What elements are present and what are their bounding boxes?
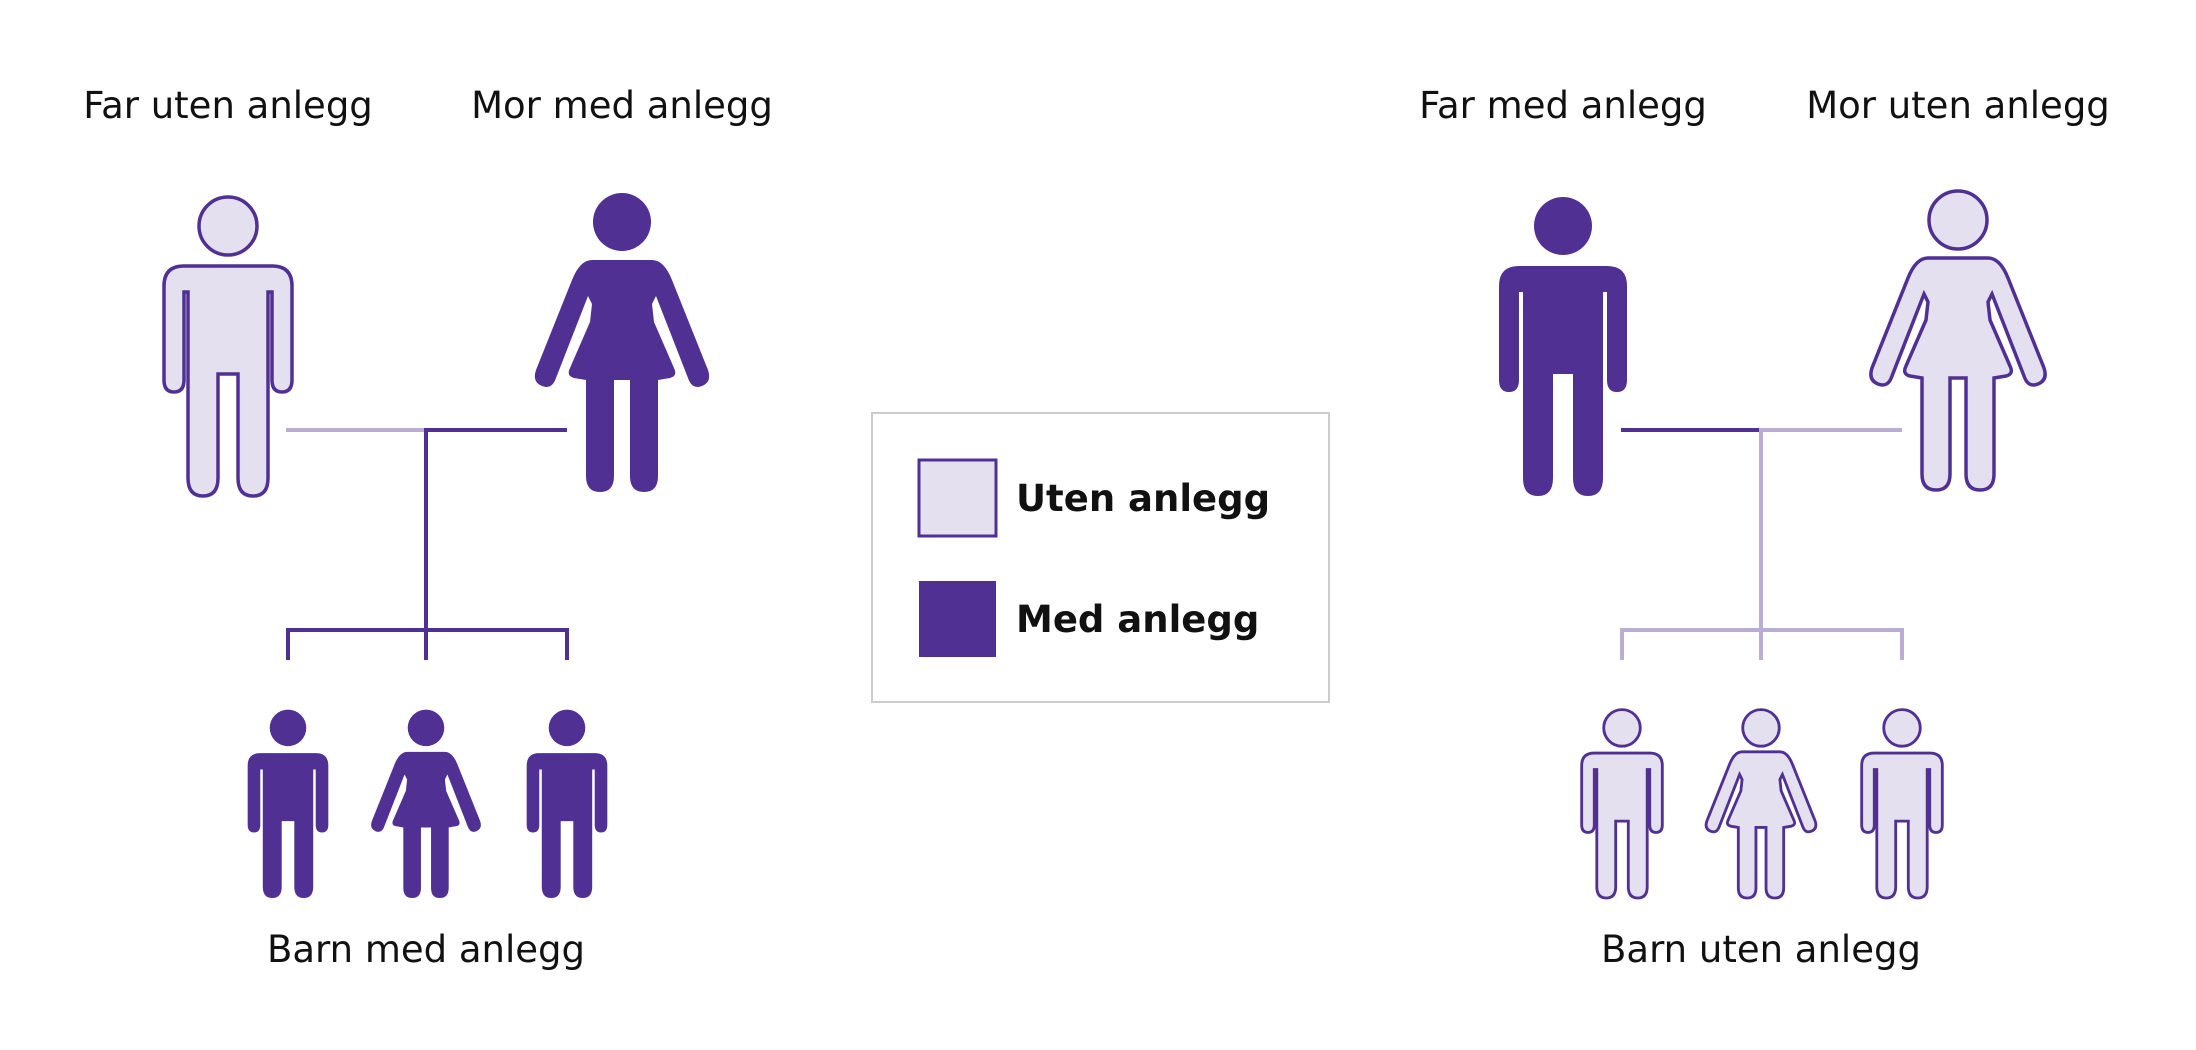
right-child-2-female-figure-icon bbox=[1704, 708, 1818, 900]
left-children-label: Barn med anlegg bbox=[267, 928, 585, 971]
left-father-label: Far uten anlegg bbox=[83, 84, 373, 127]
legend-label-without: Uten anlegg bbox=[1016, 477, 1270, 520]
right-father-label: Far med anlegg bbox=[1419, 84, 1707, 127]
right-family: Far med anlegg Mor uten anlegg Barn uten… bbox=[1419, 84, 2110, 971]
right-mother-female-figure-icon bbox=[1869, 189, 2047, 492]
left-family: Far uten anlegg Mor med anlegg Barn med … bbox=[83, 84, 773, 971]
legend-box bbox=[871, 412, 1330, 703]
left-child-1-male-figure-icon bbox=[247, 709, 329, 898]
left-child-3-male-figure-icon bbox=[526, 709, 608, 898]
left-mother-female-figure-icon bbox=[534, 193, 710, 492]
left-couple-connector bbox=[286, 428, 569, 660]
left-father-male-figure-icon bbox=[162, 195, 294, 498]
legend: Uten anlegg Med anlegg bbox=[871, 412, 1330, 703]
legend-swatch-with bbox=[919, 581, 996, 657]
legend-label-with: Med anlegg bbox=[1016, 598, 1259, 641]
right-child-3-male-figure-icon bbox=[1860, 708, 1944, 900]
right-couple-connector bbox=[1620, 428, 1904, 660]
legend-swatch-without bbox=[917, 458, 998, 538]
left-child-2-female-figure-icon bbox=[371, 709, 481, 898]
right-child-1-male-figure-icon bbox=[1580, 708, 1664, 900]
right-children-label: Barn uten anlegg bbox=[1601, 928, 1921, 971]
left-mother-label: Mor med anlegg bbox=[471, 84, 773, 127]
right-mother-label: Mor uten anlegg bbox=[1806, 84, 2110, 127]
right-father-male-figure-icon bbox=[1499, 197, 1627, 496]
